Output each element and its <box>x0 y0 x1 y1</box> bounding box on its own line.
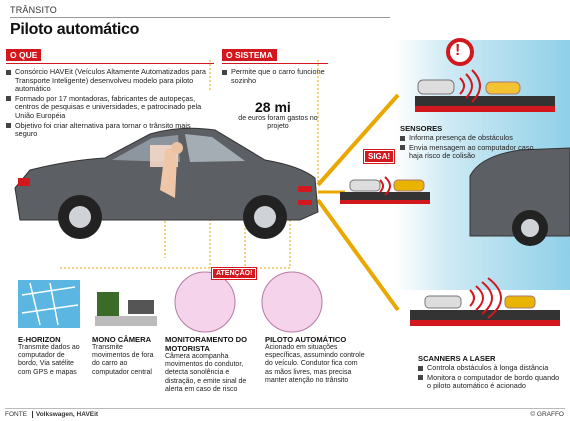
piloto-title: PILOTO AUTOMÁTICO <box>265 335 347 344</box>
footer-source-label: FONTE <box>5 411 28 418</box>
sensores-item: Informa presença de obstáculos <box>400 133 540 143</box>
monitoramento-title: MONITORAMENTO DO MOTORISTA <box>165 335 247 353</box>
right-car <box>469 147 570 246</box>
piloto-block: PILOTO AUTOMÁTICO Acionado em situações … <box>265 335 365 385</box>
mono-camera-title: MONO CÂMERA <box>92 335 152 344</box>
o-que-item: Consórcio HAVEit (Veículos Altamente Aut… <box>6 67 214 94</box>
alert-mark: ! <box>455 42 461 59</box>
mono-camera-block: MONO CÂMERA Transmite movimentos de fora… <box>92 335 160 377</box>
o-sistema-item: Permite que o carro funcione sozinho <box>222 67 328 85</box>
e-horizon-text: Transmite dados ao computador de bordo, … <box>18 344 80 376</box>
sensores-title: SENSORES <box>400 124 443 133</box>
section-rule <box>10 17 390 18</box>
main-car <box>14 127 319 239</box>
cost-value: 28 mi <box>255 99 291 115</box>
o-sistema-block: O SISTEMA Permite que o carro funcione s… <box>222 45 328 86</box>
scanners-title: SCANNERS A LASER <box>418 354 496 363</box>
scanners-item: Controla obstáculos à longa distância <box>418 363 563 373</box>
footer-source: FONTE Volkswagen, HAVEit <box>5 411 98 418</box>
siga-badge: SIGA! <box>364 150 395 163</box>
o-sistema-heading: O SISTEMA <box>222 49 277 61</box>
atencao-badge: ATENÇÃO! <box>212 268 257 279</box>
alert-sign-icon <box>446 38 474 66</box>
footer-source-value: Volkswagen, HAVEit <box>35 411 99 418</box>
o-que-rule <box>6 63 214 64</box>
mono-camera-text: Transmite movimentos de fora do carro ao… <box>92 344 154 376</box>
o-sistema-rule <box>222 63 328 64</box>
footer-rule <box>5 408 565 409</box>
small-cars <box>349 79 536 309</box>
footer-credit: © GRAFFO <box>530 411 564 418</box>
o-que-block: O QUE Consórcio HAVEit (Veículos Altamen… <box>6 45 214 140</box>
cost-caption: de euros foram gastos no projeto <box>238 115 318 130</box>
scanners-item: Monitora o computador de bordo quando o … <box>418 373 563 391</box>
road-platforms <box>340 96 560 326</box>
o-que-item: Formado por 17 montadoras, fabricantes d… <box>6 94 214 121</box>
sensores-block: SENSORES Informa presença de obstáculos … <box>400 124 540 162</box>
e-horizon-title: E-HORIZON <box>18 335 61 344</box>
page-title: Piloto automático <box>10 21 140 38</box>
monitoramento-block: MONITORAMENTO DO MOTORISTA Câmera acompa… <box>165 335 257 394</box>
piloto-text: Acionado em situações específicas, assum… <box>265 344 365 384</box>
section-label: TRÂNSITO <box>10 5 57 15</box>
scanners-block: SCANNERS A LASER Controla obstáculos à l… <box>418 354 563 392</box>
o-que-item: Objetivo foi criar alternativa para torn… <box>6 121 214 139</box>
o-que-heading: O QUE <box>6 49 42 61</box>
sensores-item: Envia mensagem ao computador caso haja r… <box>400 143 540 161</box>
e-horizon-block: E-HORIZON Transmite dados ao computador … <box>18 335 86 377</box>
radar-arcs <box>379 69 502 319</box>
bottom-panels <box>18 271 323 333</box>
monitoramento-text: Câmera acompanha movimentos do condutor,… <box>165 353 247 393</box>
